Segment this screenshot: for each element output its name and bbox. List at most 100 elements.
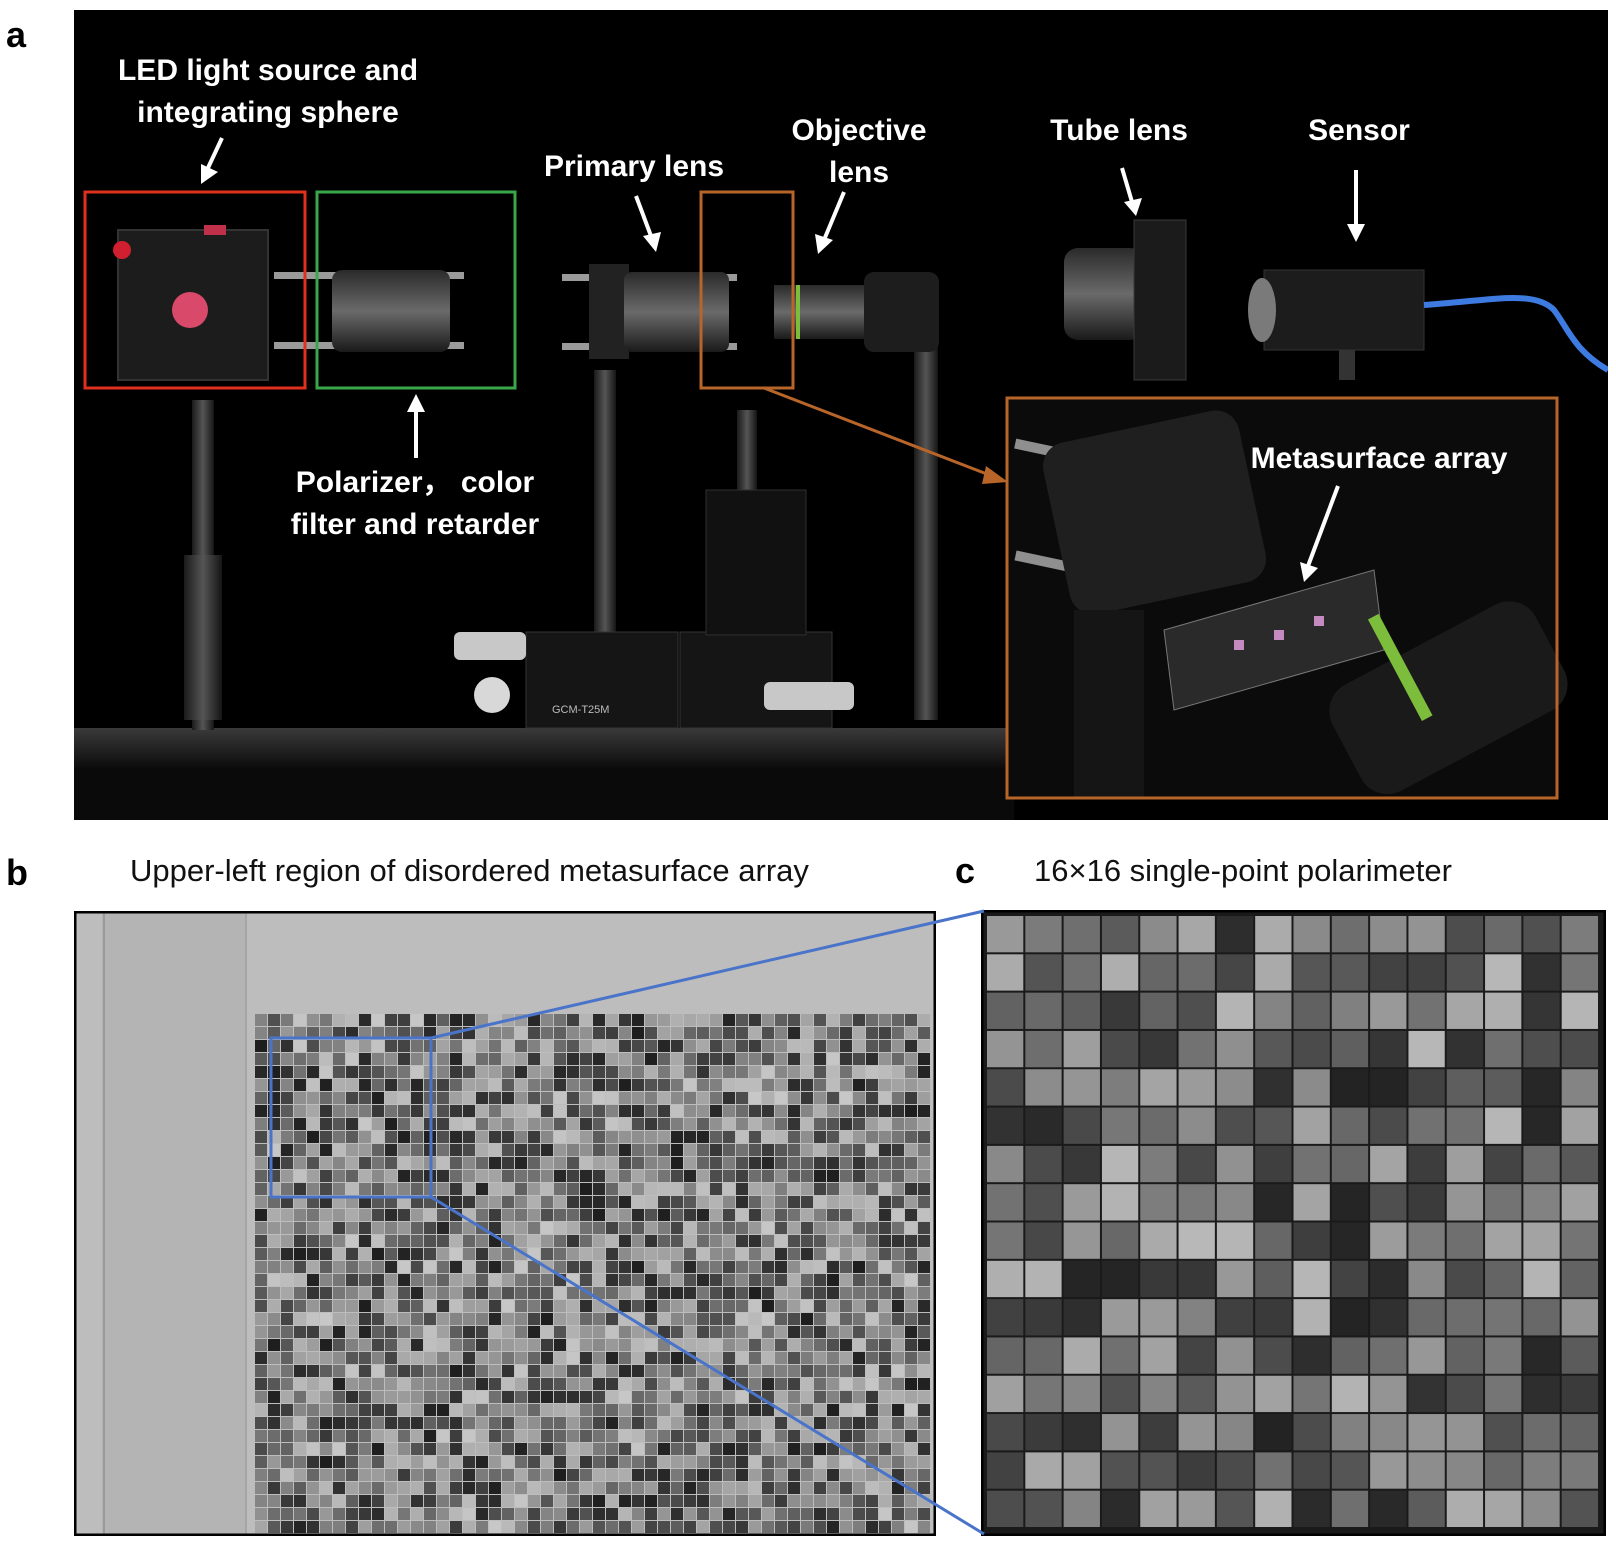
array-b-pixel: [892, 1274, 904, 1286]
sensor-post: [1339, 350, 1355, 380]
array-b-pixel: [528, 1235, 540, 1247]
polarimeter-cell: [1255, 1222, 1292, 1259]
array-b-pixel: [476, 1261, 488, 1273]
array-b-pixel: [801, 1053, 813, 1065]
array-b-pixel: [346, 1456, 358, 1468]
array-b-pixel: [593, 1196, 605, 1208]
array-b-pixel: [671, 1430, 683, 1442]
array-b-pixel: [502, 1352, 514, 1364]
panel-c-letter: c: [955, 850, 976, 891]
array-b-pixel: [762, 1053, 774, 1065]
array-b-pixel: [424, 1365, 436, 1377]
inset-objective: [1329, 601, 1568, 795]
polarimeter-cell: [1255, 1069, 1292, 1106]
array-b-pixel: [736, 1079, 748, 1091]
array-b-pixel: [541, 1183, 553, 1195]
array-b-pixel: [710, 1469, 722, 1481]
array-b-pixel: [671, 1066, 683, 1078]
array-b-pixel: [554, 1417, 566, 1429]
array-b-pixel: [645, 1417, 657, 1429]
array-b-pixel: [489, 1196, 501, 1208]
polarimeter-cell: [1178, 1145, 1215, 1183]
array-b-pixel: [255, 1183, 267, 1195]
polarimeter-cell: [1140, 1375, 1177, 1413]
polarimeter-cell: [1140, 1030, 1177, 1068]
array-b-pixel: [450, 1079, 462, 1091]
polarimeter-cell: [1408, 1337, 1445, 1374]
array-b-pixel: [398, 1079, 410, 1091]
array-b-pixel: [255, 1092, 267, 1104]
array-b-pixel: [905, 1482, 917, 1494]
array-b-pixel: [463, 1235, 475, 1247]
array-b-pixel: [502, 1144, 514, 1156]
polarimeter-cell: [1370, 954, 1407, 991]
array-b-pixel: [281, 1248, 293, 1260]
array-b-pixel: [515, 1066, 527, 1078]
polarimeter-cell: [1370, 1452, 1407, 1489]
array-b-pixel: [775, 1456, 787, 1468]
array-b-pixel: [918, 1300, 930, 1312]
array-b-pixel: [320, 1339, 332, 1351]
polarimeter-cell: [1255, 1490, 1292, 1527]
array-b-pixel: [372, 1157, 384, 1169]
array-b-pixel: [918, 1196, 930, 1208]
array-b-pixel: [398, 1183, 410, 1195]
array-b-pixel: [372, 1183, 384, 1195]
array-b-pixel: [255, 1170, 267, 1182]
array-b-pixel: [528, 1469, 540, 1481]
array-b-pixel: [814, 1118, 826, 1130]
polarimeter-cell: [1178, 916, 1215, 953]
array-b-pixel: [593, 1404, 605, 1416]
array-b-pixel: [398, 1326, 410, 1338]
array-b-pixel: [788, 1144, 800, 1156]
array-b-pixel: [528, 1352, 540, 1364]
array-b-pixel: [333, 1495, 345, 1507]
array-b-pixel: [697, 1222, 709, 1234]
polarimeter-cell: [1255, 1260, 1292, 1298]
array-b-pixel: [567, 1508, 579, 1520]
array-b-pixel: [775, 1261, 787, 1273]
array-b-pixel: [918, 1274, 930, 1286]
array-b-pixel: [255, 1300, 267, 1312]
array-b-pixel: [385, 1313, 397, 1325]
polarimeter-cell: [1255, 1337, 1292, 1374]
array-b-pixel: [671, 1209, 683, 1221]
array-b-pixel: [424, 1521, 436, 1533]
polarimeter-cell: [1370, 1030, 1407, 1068]
array-b-pixel: [619, 1300, 631, 1312]
array-b-pixel: [398, 1235, 410, 1247]
array-b-pixel: [320, 1508, 332, 1520]
array-b-pixel: [437, 1482, 449, 1494]
array-b-pixel: [814, 1469, 826, 1481]
array-b-pixel: [645, 1287, 657, 1299]
array-b-pixel: [606, 1053, 618, 1065]
array-b-pixel: [866, 1417, 878, 1429]
array-b-pixel: [346, 1040, 358, 1052]
polarimeter-cell: [1485, 916, 1522, 953]
array-b-pixel: [736, 1222, 748, 1234]
polarimeter-cell: [1216, 1222, 1254, 1259]
array-b-pixel: [840, 1313, 852, 1325]
array-b-pixel: [749, 1482, 761, 1494]
array-b-pixel: [593, 1157, 605, 1169]
array-b-pixel: [268, 1079, 280, 1091]
array-b-pixel: [541, 1144, 553, 1156]
array-b-pixel: [346, 1053, 358, 1065]
array-b-pixel: [684, 1027, 696, 1039]
array-b-pixel: [736, 1300, 748, 1312]
array-b-pixel: [892, 1092, 904, 1104]
array-b-pixel: [801, 1300, 813, 1312]
polarimeter-cell: [1408, 992, 1445, 1029]
array-b-pixel: [515, 1131, 527, 1143]
array-b-pixel: [450, 1482, 462, 1494]
array-b-pixel: [762, 1248, 774, 1260]
array-b-pixel: [307, 1092, 319, 1104]
array-b-pixel: [697, 1482, 709, 1494]
array-b-pixel: [749, 1079, 761, 1091]
array-b-pixel: [632, 1170, 644, 1182]
polarimeter-cell: [1485, 1030, 1522, 1068]
array-b-pixel: [385, 1326, 397, 1338]
array-b-pixel: [762, 1235, 774, 1247]
array-b-pixel: [710, 1248, 722, 1260]
array-b-pixel: [294, 1391, 306, 1403]
